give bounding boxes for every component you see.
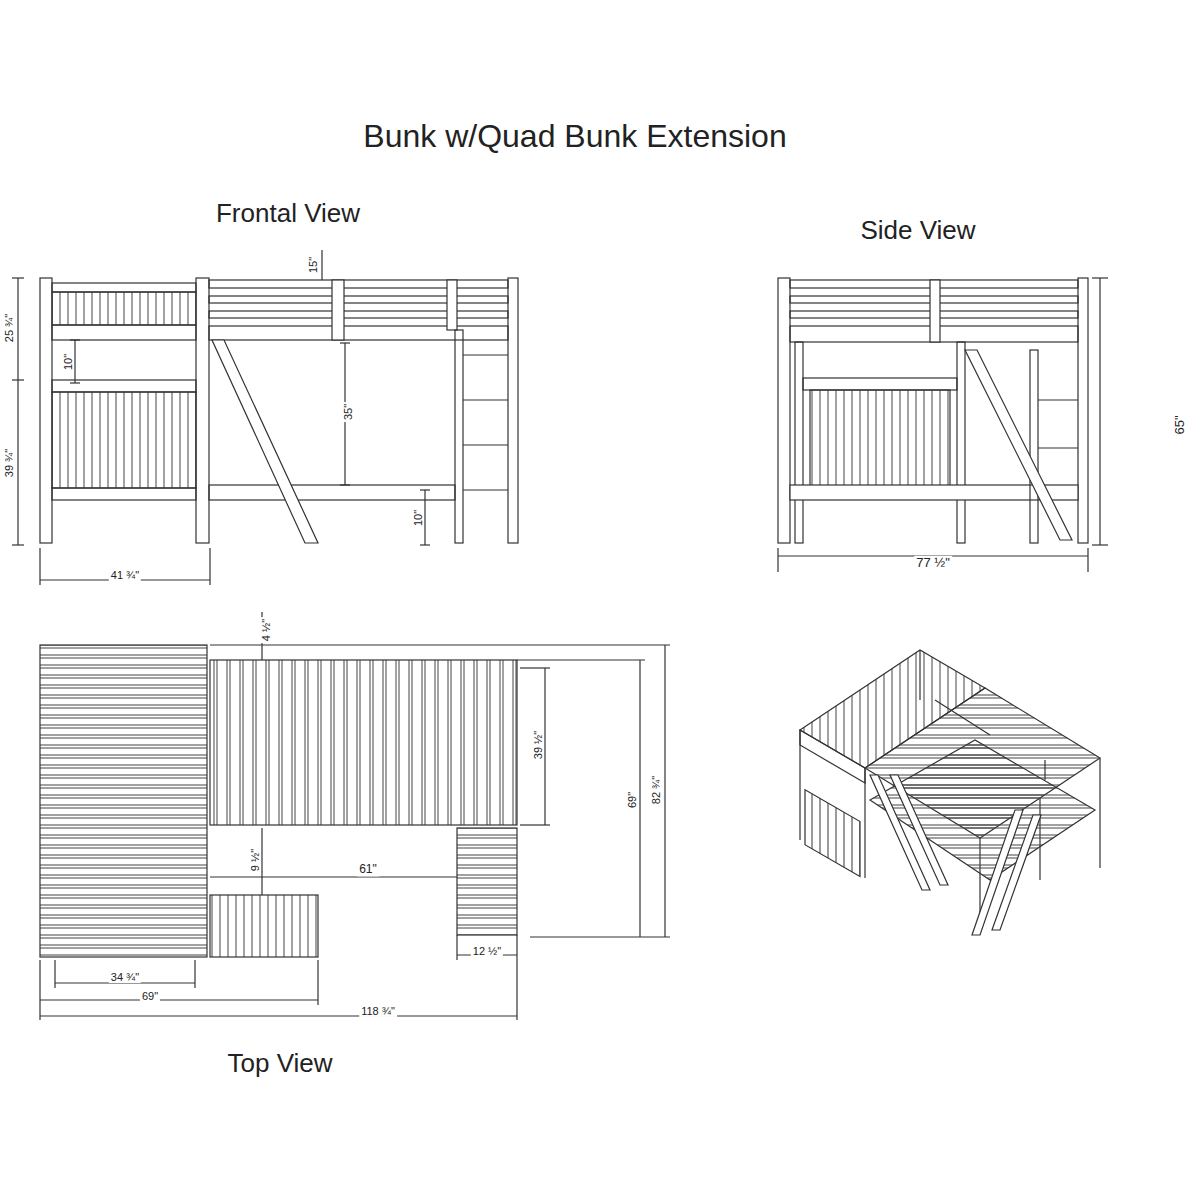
dimension-label: 25 ¾" — [3, 312, 15, 344]
dimension-label: 39 ½" — [532, 729, 544, 761]
dimension-label: 118 ¾" — [359, 1005, 397, 1017]
dimension-label: 4 ½" — [260, 617, 272, 643]
dimension-label: 34 ¾" — [109, 971, 141, 983]
view-name: Side View — [860, 216, 975, 245]
dimension-label: 39 ¾" — [3, 447, 15, 479]
dimension-label: 10" — [412, 508, 424, 528]
view-name: Frontal View — [216, 199, 360, 228]
dimension-label: 65" — [1173, 413, 1187, 436]
dimension-label: 69" — [626, 790, 638, 810]
dimension-label: 82 ¾" — [650, 774, 662, 806]
dimension-label: 35" — [342, 402, 354, 422]
dimension-label: 41 ¾" — [109, 569, 141, 581]
dimension-label: 12 ½" — [471, 945, 503, 957]
dimension-label: 61" — [357, 863, 379, 876]
dimension-label: 10" — [62, 352, 74, 372]
view-name: Top View — [227, 1049, 332, 1078]
dimension-label: 77 ½" — [914, 556, 952, 570]
dimension-label: 69" — [140, 990, 160, 1002]
drawing-title: Bunk w/Quad Bunk Extension — [363, 119, 786, 154]
dimension-label: 15" — [307, 255, 319, 275]
dimension-label: 9 ½" — [249, 847, 261, 873]
